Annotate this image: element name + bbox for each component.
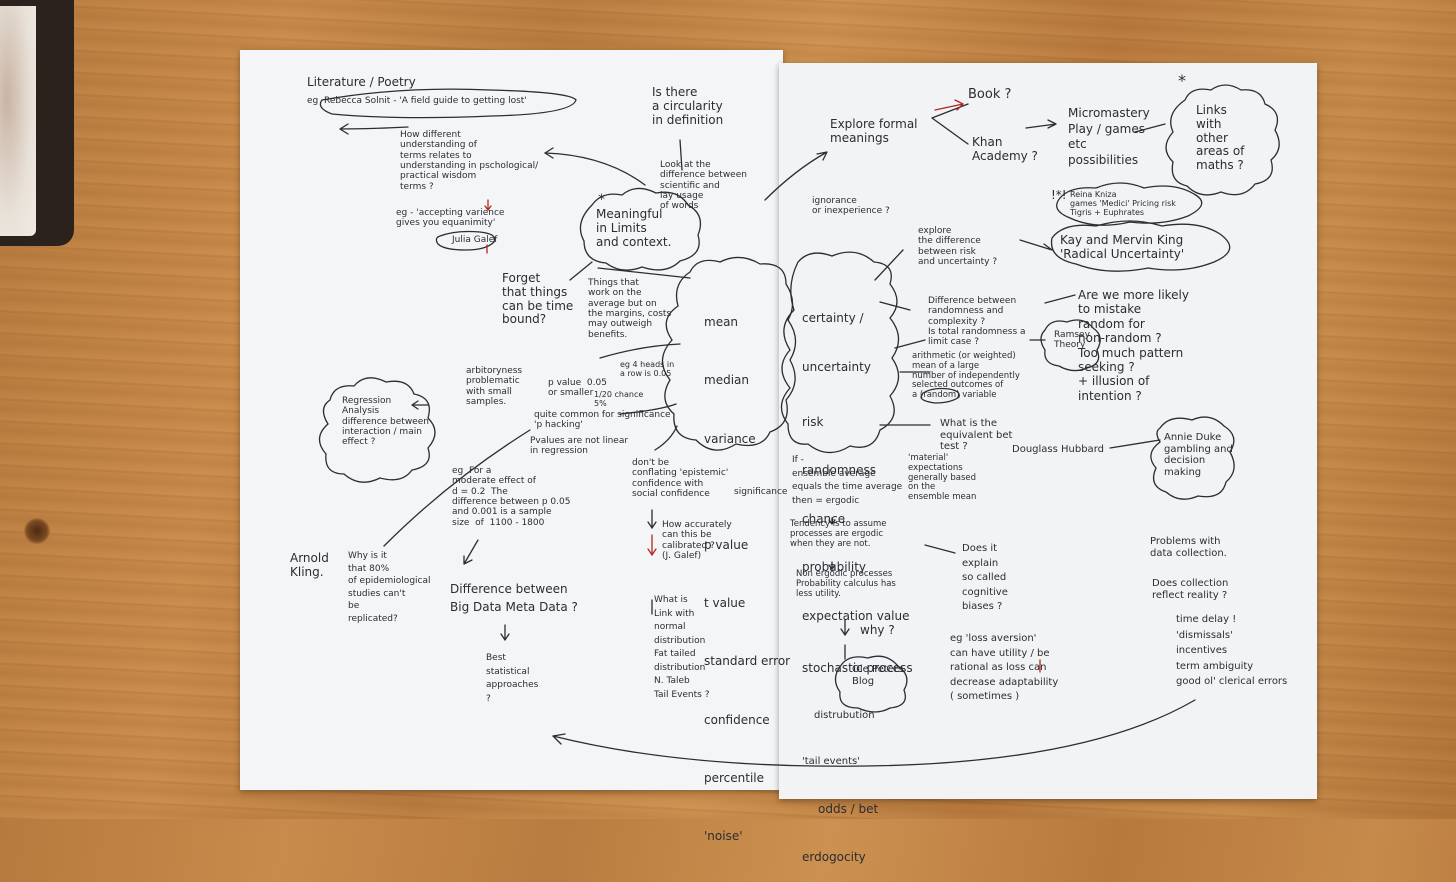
book-label: Book ?: [968, 88, 1011, 103]
micromastery: Micromastery Play / games etc possibilit…: [1068, 106, 1150, 168]
arbitoryness: arbitoryness problematic with small samp…: [466, 366, 522, 407]
literature-header: Literature / Poetry: [307, 76, 416, 90]
how-accurately: How accurately can this be calibrated ? …: [662, 520, 732, 561]
links-label: Links with other areas of maths ?: [1196, 104, 1244, 173]
certainty-item: risk: [802, 414, 913, 430]
asterisk-mark: *: [1178, 71, 1186, 90]
stats-item: median: [704, 371, 790, 390]
why-label: why ?: [860, 624, 895, 638]
stats-item: variance: [704, 430, 790, 449]
reina-label: Reina Kniza games 'Medici' Pricing risk …: [1070, 190, 1176, 218]
quite-common: quite common for significance 'p hacking…: [534, 410, 671, 431]
diff-randomness: Difference between randomness and comple…: [928, 296, 1026, 348]
forget-time-bound: Forget that things can be time bound?: [502, 272, 573, 327]
stats-item: t value: [704, 594, 790, 613]
stats-item: 'noise': [704, 827, 790, 846]
stats-item: confidence: [704, 711, 790, 730]
julia-galef-label: Julia Galef: [452, 235, 497, 245]
non-ergodic: Non ergodic processes Probability calcul…: [796, 570, 896, 599]
four-heads: eg 4 heads in a row is 0.05: [620, 360, 674, 378]
certainty-item: distrubution: [802, 709, 913, 723]
more-likely: Are we more likely to mistake random for…: [1078, 288, 1189, 403]
material-expectations: 'material' expectations generally based …: [908, 454, 976, 503]
moderate-effect: eg For a moderate effect of d = 0.2 The …: [452, 466, 570, 528]
annie-duke: Annie Duke gambling and decision making: [1164, 432, 1233, 478]
does-it-explain: Does it explain so called cognitive bias…: [962, 542, 1008, 615]
tendency: Tendency is to assume processes are ergo…: [790, 520, 886, 549]
khan-academy: Khan Academy ?: [972, 136, 1038, 164]
if-ensemble: If - ensemble average equals the time av…: [792, 454, 902, 508]
kay-king-label: Kay and Mervin King 'Radical Uncertainty…: [1060, 234, 1184, 262]
understanding-terms: How different understanding of terms rel…: [400, 130, 538, 192]
stats-item: mean: [704, 313, 790, 332]
certainty-item: erdogocity: [802, 849, 913, 865]
circularity-question: Is there a circularity in definition: [652, 86, 723, 127]
look-difference: Look at the difference between scientifi…: [660, 160, 747, 212]
literature-eg: eg Rebecca Solnit - 'A field guide to ge…: [307, 96, 527, 106]
what-is-bet: What is the equivalent bet test ?: [940, 418, 1012, 453]
certainty-item: expectation value: [802, 608, 913, 624]
problems-list: time delay ! 'dismissals' incentives ter…: [1176, 612, 1287, 690]
stats-cloud-list: mean median variance significance p valu…: [704, 274, 790, 866]
difference-bigdata: Difference between Big Data Meta Data ?: [450, 580, 578, 616]
arithmetic-mean: arithmetic (or weighted) mean of a large…: [912, 352, 1020, 401]
certainty-item: odds / bet: [802, 801, 913, 817]
problems-data: Problems with data collection.: [1150, 536, 1227, 559]
explore-difference: explore the difference between risk and …: [918, 226, 997, 267]
regression-label: Regression Analysis difference between i…: [342, 396, 429, 448]
arnold-kling: Arnold Kling.: [290, 552, 329, 580]
one-in-20: 1/20 chance 5%: [594, 390, 643, 408]
ignorance: ignorance or inexperience ?: [812, 196, 890, 217]
does-collection: Does collection reflect reality ?: [1152, 578, 1228, 601]
asterisk-mark: *: [598, 192, 605, 208]
accepting-variance: eg - 'accepting varience gives you equan…: [396, 208, 504, 229]
dont-conflate: don't be conflating 'epistemic' confiden…: [632, 458, 728, 499]
meaningful-label: Meaningful in Limits and context.: [596, 208, 671, 249]
stats-item: percentile: [704, 769, 790, 788]
why-80-percent: Why is it that 80% of epidemiological st…: [348, 550, 431, 626]
douglass-hubbard: Douglass Hubbard: [1012, 444, 1104, 456]
stats-item: standard error: [704, 652, 790, 671]
what-is-link: What is Link with normal distribution Fa…: [654, 594, 710, 702]
certainty-item: uncertainty: [802, 359, 913, 375]
asterisk-mark: !*!: [1051, 188, 1067, 202]
certainty-item: certainty /: [802, 310, 913, 326]
certainty-item: 'tail events': [802, 755, 913, 769]
things-work: Things that work on the average but on t…: [588, 278, 671, 340]
explore-formal: Explore formal meanings: [830, 118, 918, 146]
ole-peters-blog: Ole Peters Blog: [852, 664, 903, 687]
best-stats: Best statistical approaches ?: [486, 652, 538, 706]
pvalues-linear: Pvalues are not linear in regression: [530, 436, 628, 457]
loss-aversion: eg 'loss aversion' can have utility / be…: [950, 632, 1058, 705]
